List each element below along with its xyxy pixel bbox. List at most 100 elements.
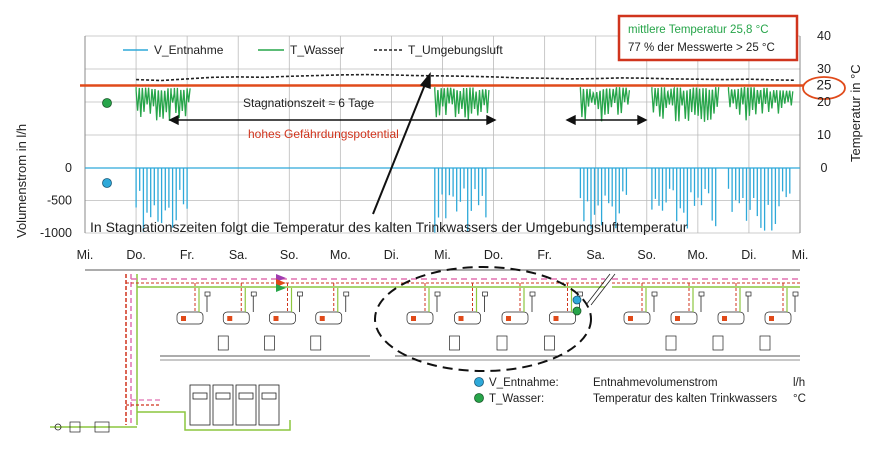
series-line-t-wasser xyxy=(727,87,794,121)
right-tick-label: 30 xyxy=(817,62,831,76)
shower-head xyxy=(482,291,488,297)
sink xyxy=(549,311,576,325)
toilet xyxy=(665,335,677,351)
x-tick-label: Mi. xyxy=(77,248,94,262)
sink xyxy=(269,311,296,325)
toilet xyxy=(310,335,322,351)
storage-heaters xyxy=(189,384,280,426)
series-line-t-wasser xyxy=(135,87,191,121)
right-tick-label: 0 xyxy=(821,161,828,175)
schematic-t-sensor xyxy=(572,306,582,316)
highlight-ellipse xyxy=(374,266,592,372)
x-tick-label: Mi. xyxy=(434,248,451,262)
t-wasser-series xyxy=(135,85,794,122)
schematic-legend-v-desc: Entnahmevolumenstrom xyxy=(593,377,718,389)
toilet xyxy=(759,335,771,351)
shower-head xyxy=(343,291,350,297)
shower-head xyxy=(792,291,799,297)
info-box xyxy=(617,14,799,62)
mean-value-ellipse xyxy=(802,76,846,100)
sink xyxy=(315,311,343,325)
info-box-mean: mittlere Temperatur 25,8 °C xyxy=(628,24,769,36)
schematic-v-sensor xyxy=(572,295,582,305)
series-line-t-wasser xyxy=(651,85,720,122)
shower-head xyxy=(204,291,211,297)
schematic-legend-v-label: V_Entnahme: xyxy=(489,377,559,389)
legend-label-v-entnahme: V_Entnahme xyxy=(154,43,224,57)
shower-head xyxy=(250,291,257,297)
series-line-t-umgebungsluft xyxy=(136,73,795,82)
schematic-legend-t-label: T_Wasser: xyxy=(489,393,544,405)
valve xyxy=(675,316,680,321)
piping-schematic xyxy=(50,269,800,433)
x-tick-label: Do. xyxy=(484,248,503,262)
sink xyxy=(670,311,698,325)
valve xyxy=(628,316,633,321)
x-tick-label: So. xyxy=(637,248,656,262)
valve xyxy=(769,316,774,321)
grid xyxy=(84,35,801,234)
x-tick-label: Sa. xyxy=(586,248,605,262)
valve xyxy=(458,316,464,321)
right-axis-label: Temperatur in °C xyxy=(848,64,863,162)
valve xyxy=(411,316,416,321)
v-entnahme-marker xyxy=(102,178,112,188)
sink xyxy=(717,311,745,325)
shower-head xyxy=(297,291,303,297)
shower-head xyxy=(745,291,752,297)
x-tick-label: Di. xyxy=(741,248,756,262)
x-tick-label: Di. xyxy=(384,248,399,262)
legend-label-t-umgebungsluft: T_Umgebungsluft xyxy=(408,43,503,57)
valve xyxy=(553,316,559,321)
schematic-legend-t-icon xyxy=(474,393,484,403)
legend: V_Entnahme T_Wasser T_Umgebungsluft xyxy=(123,43,503,57)
schematic-legend-t-unit: °C xyxy=(793,393,806,405)
sink xyxy=(623,311,651,325)
risk-label: hohes Gefährdungspotential xyxy=(248,127,399,141)
x-axis-ticks: Mi. Do. Fr. Sa. So. Mo. Di. Mi. Do. Fr. Sa. So. Mo. D… xyxy=(77,248,809,262)
toilet xyxy=(264,335,275,351)
x-tick-label: Mi. xyxy=(792,248,809,262)
valve xyxy=(722,316,727,321)
right-tick-label: 25 xyxy=(816,78,831,93)
stagnation-label: Stagnationszeit ≈ 6 Tage xyxy=(243,96,374,110)
valve xyxy=(506,316,511,321)
sink xyxy=(501,311,529,325)
left-axis-label: Volumenstrom in l/h xyxy=(14,124,29,238)
x-tick-label: So. xyxy=(280,248,299,262)
toilet xyxy=(496,335,508,351)
toilet xyxy=(217,335,229,351)
x-tick-label: Mo. xyxy=(330,248,351,262)
valve xyxy=(227,316,233,321)
stagnation-arrows xyxy=(168,72,648,215)
legend-label-t-wasser: T_Wasser xyxy=(290,43,344,57)
x-tick-label: Fr. xyxy=(537,248,552,262)
shower-head xyxy=(651,291,658,297)
schematic-legend-v-icon xyxy=(474,377,484,387)
right-tick-label: 40 xyxy=(817,29,831,43)
valve xyxy=(181,316,186,321)
right-tick-label: 20 xyxy=(817,95,831,109)
toilet xyxy=(712,335,724,351)
x-tick-label: Do. xyxy=(126,248,145,262)
series-line-t-wasser xyxy=(434,87,490,121)
x-tick-label: Fr. xyxy=(180,248,195,262)
left-axis-ticks: 0-500-1000 xyxy=(40,161,72,240)
caption: In Stagnationszeiten folgt die Temperatu… xyxy=(90,219,688,235)
toilet xyxy=(449,335,460,351)
shower-head xyxy=(698,291,705,297)
t-wasser-marker xyxy=(102,98,112,108)
valve xyxy=(273,316,279,321)
x-tick-label: Mo. xyxy=(687,248,708,262)
sink xyxy=(176,311,204,325)
shower-head xyxy=(434,291,441,297)
series-line-t-wasser xyxy=(579,87,631,122)
x-tick-label: Sa. xyxy=(229,248,248,262)
toilet xyxy=(544,335,555,351)
sink xyxy=(222,311,250,325)
t-umgebungsluft-series xyxy=(136,73,795,82)
schematic-legend-t-desc: Temperatur des kalten Trinkwassers xyxy=(593,393,777,405)
